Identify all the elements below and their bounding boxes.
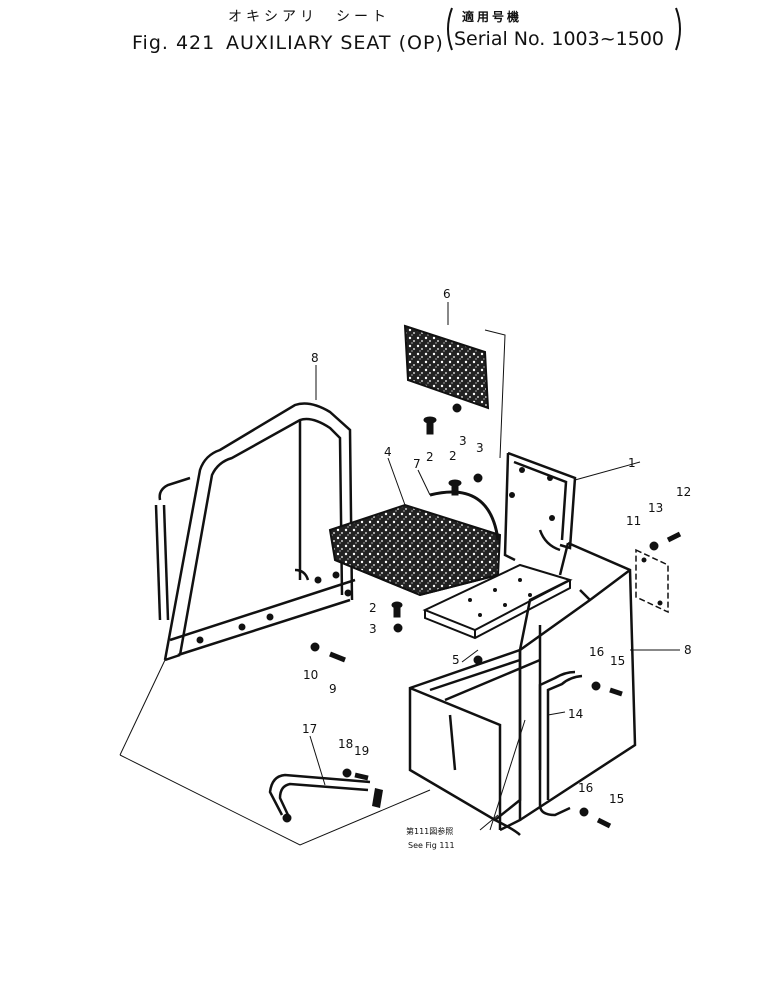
handle-mount-bracket — [372, 788, 383, 808]
callout-8b: 8 — [684, 643, 692, 657]
callout-5: 5 — [452, 653, 460, 667]
callout-11: 11 — [626, 514, 641, 528]
left-frame-bolt-holes — [196, 571, 352, 644]
serial-range: Serial No. 1003~1500 — [454, 28, 665, 50]
callout-3a: 3 — [459, 434, 467, 448]
callout-13: 13 — [648, 501, 663, 515]
callout-9: 9 — [329, 682, 337, 696]
left-guard-frame — [154, 402, 356, 662]
callout-2c: 2 — [369, 601, 377, 615]
applicable-models-label: 適用号機 — [462, 10, 523, 24]
callout-1: 1 — [628, 456, 636, 470]
callout-17: 17 — [302, 722, 317, 736]
plate-holes — [468, 578, 532, 617]
figure-number: Fig. 421 — [132, 32, 216, 54]
callout-labels: 1 2 2 2 3 3 3 4 5 6 7 8 8 9 10 11 12 13 … — [302, 287, 692, 806]
japanese-title: オキシアリ シート — [228, 9, 390, 25]
callout-14: 14 — [568, 707, 583, 721]
callout-18: 18 — [338, 737, 353, 751]
callout-16a: 16 — [589, 645, 604, 659]
backrest-bracket-holes — [509, 467, 555, 521]
tool-box — [408, 648, 541, 836]
callout-7: 7 — [413, 457, 421, 471]
right-side-box — [518, 541, 637, 822]
seat-cushion — [328, 503, 502, 597]
callout-19: 19 — [354, 744, 369, 758]
callout-15a: 15 — [610, 654, 625, 668]
reference-note-jp: 第111図参照 — [406, 826, 453, 836]
callout-15b: 15 — [609, 792, 624, 806]
cross-reference-note: 第111図参照 See Fig 111 — [406, 826, 455, 850]
callout-6: 6 — [443, 287, 451, 301]
backrest-bracket — [503, 451, 577, 562]
backrest-cushion — [403, 324, 490, 410]
callout-4: 4 — [384, 445, 392, 459]
grab-handle — [538, 670, 583, 817]
callout-16b: 16 — [578, 781, 593, 795]
callout-3b: 3 — [476, 441, 484, 455]
figure-title: AUXILIARY SEAT (OP) — [226, 32, 444, 54]
leader-lines — [119, 302, 680, 846]
callout-3c: 3 — [369, 622, 377, 636]
callout-2a: 2 — [426, 450, 434, 464]
seat-strap — [429, 490, 500, 541]
right-mount-plate — [635, 548, 669, 614]
serial-bracket — [447, 7, 681, 51]
fasteners — [282, 403, 682, 829]
lower-grab-handle — [268, 773, 371, 816]
callout-12: 12 — [676, 485, 691, 499]
callout-8a: 8 — [311, 351, 319, 365]
reference-note-en: See Fig 111 — [408, 841, 455, 850]
callout-10: 10 — [303, 668, 318, 682]
callout-2b: 2 — [449, 449, 457, 463]
